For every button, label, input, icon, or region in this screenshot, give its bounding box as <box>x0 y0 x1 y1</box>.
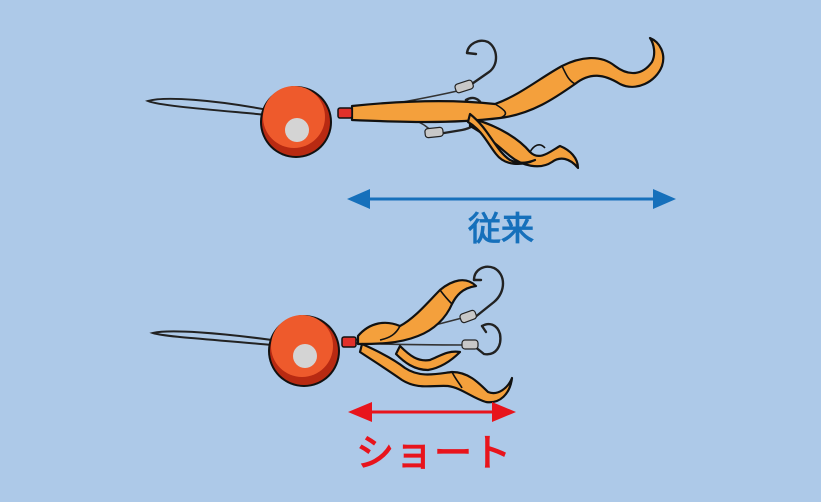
hook-binding <box>424 79 474 139</box>
short-tairaba-lure <box>149 265 514 404</box>
sinker-head-icon <box>260 86 332 158</box>
skirt-ribbons <box>356 279 514 404</box>
sinker-head-icon <box>268 315 340 387</box>
short-length-arrow <box>348 402 516 422</box>
connector <box>341 336 357 348</box>
skirt-ribbons <box>350 36 665 170</box>
skirt-ribbon-folds <box>494 65 576 153</box>
connector <box>337 107 353 119</box>
conventional-label: 従来 <box>468 209 534 248</box>
line-loop <box>149 330 273 346</box>
conventional-length-arrow <box>347 189 676 209</box>
conventional-tairaba-lure <box>144 36 665 170</box>
hook-binding <box>459 309 479 350</box>
skirt-ribbon-folds <box>379 289 463 389</box>
short-label: ショート <box>356 431 513 475</box>
line-loop <box>144 97 269 116</box>
hook-icon <box>472 265 505 356</box>
